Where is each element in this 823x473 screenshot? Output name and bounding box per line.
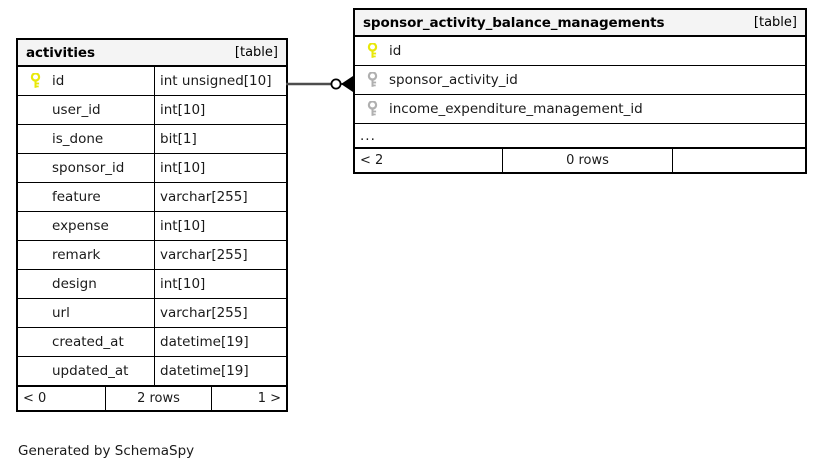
column-name-label: design: [52, 276, 97, 292]
yellow-key-icon: [361, 43, 383, 59]
column-name-label: remark: [52, 247, 101, 263]
column-row[interactable]: remark varchar[255]: [18, 241, 286, 270]
column-name-cell: feature: [18, 183, 155, 211]
column-type-cell: int unsigned[10]: [160, 73, 272, 89]
column-name-label: url: [52, 305, 70, 321]
column-name-cell: id: [18, 67, 155, 95]
column-name-label: sponsor_id: [52, 160, 125, 176]
column-type-cell: varchar[255]: [160, 189, 248, 205]
entity-title: sponsor_activity_balance_managements: [363, 14, 665, 31]
column-name-cell: user_id: [18, 96, 155, 124]
column-type-cell: int[10]: [160, 276, 206, 292]
column-row[interactable]: user_id int[10]: [18, 96, 286, 125]
footer-next-button[interactable]: [673, 149, 805, 172]
footer-next-button[interactable]: 1 >: [257, 391, 281, 406]
column-type-cell: int[10]: [160, 218, 206, 234]
entity-header-sponsor-activity-balance-managements: sponsor_activity_balance_managements [ta…: [355, 10, 805, 37]
column-name-label: id: [52, 73, 65, 89]
column-row[interactable]: expense int[10]: [18, 212, 286, 241]
footer-row-count: 0 rows: [503, 149, 673, 172]
column-name-label: expense: [52, 218, 109, 234]
column-row[interactable]: id int unsigned[10]: [18, 67, 286, 96]
column-type-cell: int[10]: [160, 102, 206, 118]
column-name-cell: sponsor_id: [18, 154, 155, 182]
column-name-cell: sponsor_activity_id: [355, 66, 805, 94]
column-name-label: user_id: [52, 102, 101, 118]
column-name-label: sponsor_activity_id: [389, 72, 518, 88]
column-name-label: id: [389, 43, 402, 59]
entity-table-activities[interactable]: activities [table] id int unsigned[10]: [16, 38, 288, 412]
entity-type-tag: [table]: [234, 45, 278, 60]
footer-row-count: 2 rows: [106, 387, 212, 410]
entity-title: activities: [26, 44, 95, 61]
entity-type-tag: [table]: [753, 15, 797, 30]
column-row[interactable]: feature varchar[255]: [18, 183, 286, 212]
column-name-cell: income_expenditure_management_id: [355, 95, 805, 123]
column-row[interactable]: id: [355, 37, 805, 66]
column-type-cell: datetime[19]: [160, 334, 249, 350]
column-type-cell: datetime[19]: [160, 363, 249, 379]
yellow-key-icon: [24, 73, 46, 89]
column-row[interactable]: updated_at datetime[19]: [18, 357, 286, 386]
column-name-cell: created_at: [18, 328, 155, 356]
diagram-caption: Generated by SchemaSpy: [18, 443, 195, 459]
column-row[interactable]: sponsor_activity_id: [355, 66, 805, 95]
footer-prev-button[interactable]: < 0: [18, 387, 106, 410]
column-name-label: updated_at: [52, 363, 129, 379]
relationship-connector-activities-to-sponsor: [286, 76, 354, 92]
column-type-cell: varchar[255]: [160, 305, 248, 321]
more-columns-ellipsis: ...: [355, 124, 805, 148]
column-type-cell: varchar[255]: [160, 247, 248, 263]
column-name-cell: design: [18, 270, 155, 298]
column-name-cell: remark: [18, 241, 155, 269]
column-row[interactable]: design int[10]: [18, 270, 286, 299]
gray-key-icon: [361, 72, 383, 88]
column-name-label: created_at: [52, 334, 124, 350]
entity-header-activities: activities [table]: [18, 40, 286, 67]
column-name-cell: is_done: [18, 125, 155, 153]
column-row[interactable]: income_expenditure_management_id: [355, 95, 805, 124]
column-name-cell: updated_at: [18, 357, 155, 385]
gray-key-icon: [361, 101, 383, 117]
column-row[interactable]: sponsor_id int[10]: [18, 154, 286, 183]
footer-prev-button[interactable]: < 2: [355, 149, 503, 172]
column-type-cell: int[10]: [160, 160, 206, 176]
column-name-label: income_expenditure_management_id: [389, 101, 643, 117]
column-name-label: is_done: [52, 131, 104, 147]
column-name-cell: expense: [18, 212, 155, 240]
column-type-cell: bit[1]: [160, 131, 197, 147]
column-row[interactable]: created_at datetime[19]: [18, 328, 286, 357]
entity-footer-activities: < 0 2 rows 1 >: [18, 386, 286, 410]
column-row[interactable]: url varchar[255]: [18, 299, 286, 328]
column-name-label: feature: [52, 189, 101, 205]
column-name-cell: id: [355, 37, 805, 65]
entity-footer-sponsor-activity-balance-managements: < 2 0 rows: [355, 148, 805, 172]
entity-table-sponsor-activity-balance-managements[interactable]: sponsor_activity_balance_managements [ta…: [353, 8, 807, 174]
column-name-cell: url: [18, 299, 155, 327]
column-row[interactable]: is_done bit[1]: [18, 125, 286, 154]
